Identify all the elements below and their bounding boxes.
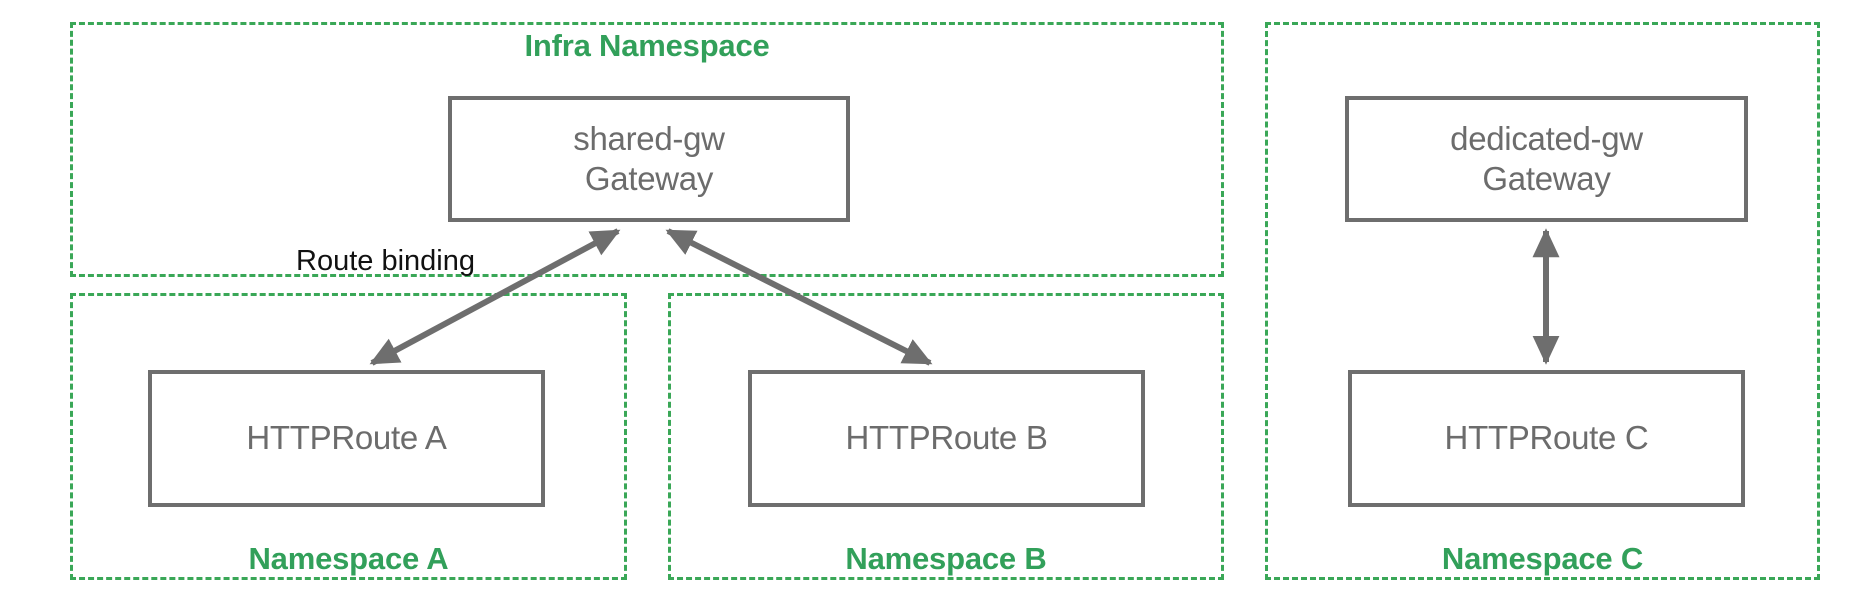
node-httproute-c-label: HTTPRoute C — [1444, 419, 1649, 457]
namespace-box-c — [1265, 22, 1820, 580]
node-httproute-b-label: HTTPRoute B — [845, 419, 1048, 457]
node-shared-gw-gateway[interactable]: shared-gw Gateway — [448, 96, 850, 222]
node-dedicated-gw-gateway-label: dedicated-gw Gateway — [1450, 119, 1643, 197]
node-httproute-a[interactable]: HTTPRoute A — [148, 370, 545, 507]
namespace-label-b: Namespace B — [845, 541, 1047, 576]
edge-label-route-binding: Route binding — [296, 245, 475, 277]
node-httproute-a-label: HTTPRoute A — [246, 419, 447, 457]
namespace-label-c: Namespace C — [1441, 541, 1644, 576]
namespace-label-a: Namespace A — [248, 541, 449, 576]
node-shared-gw-gateway-label: shared-gw Gateway — [573, 119, 725, 197]
namespace-box-infra — [70, 22, 1224, 277]
namespace-box-a — [70, 293, 627, 580]
node-httproute-c[interactable]: HTTPRoute C — [1348, 370, 1745, 507]
node-httproute-b[interactable]: HTTPRoute B — [748, 370, 1145, 507]
namespace-label-infra: Infra Namespace — [524, 28, 770, 63]
namespace-box-b — [668, 293, 1224, 580]
node-dedicated-gw-gateway[interactable]: dedicated-gw Gateway — [1345, 96, 1748, 222]
